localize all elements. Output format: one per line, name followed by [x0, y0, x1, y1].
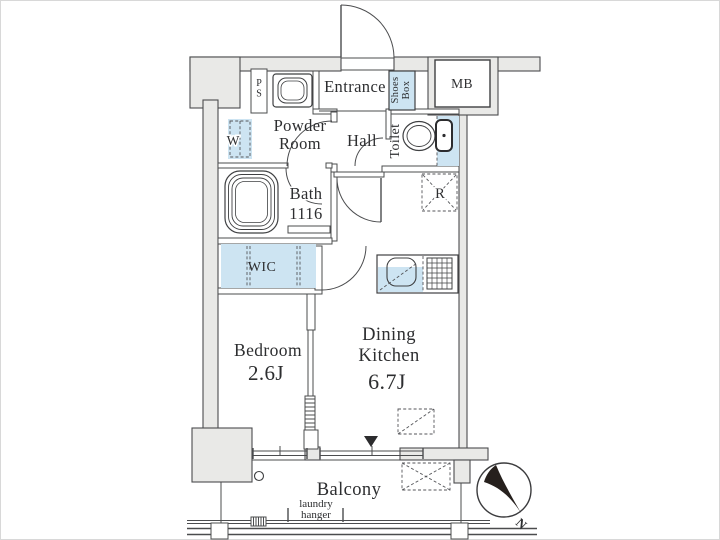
bath-threshold [287, 225, 331, 234]
fridge-label: R [435, 186, 445, 202]
entrance-label: Entrance [324, 77, 386, 96]
sliding-door-hatch [304, 395, 316, 431]
mb-box [434, 59, 491, 108]
dk-label-2: Kitchen [358, 346, 419, 366]
dk-window [319, 446, 424, 459]
interior-walls [217, 70, 460, 450]
stove-icon [426, 257, 453, 290]
bath-door-arc [285, 167, 323, 205]
kitchen-counter [376, 254, 459, 294]
balcony-label: Balcony [317, 480, 382, 500]
bedroom-window [252, 446, 308, 459]
laundry-hanger-label-1: laundry [299, 498, 333, 510]
dk-door-arc [336, 177, 382, 223]
balcony-railing [187, 482, 537, 540]
bathtub-icon [224, 170, 279, 234]
toilet-door-arc [354, 137, 384, 167]
compass-needle-icon [484, 465, 521, 513]
powder-room-label-2: Room [279, 134, 321, 153]
washing-machine-pan: W [225, 119, 252, 159]
meter-box: MB [427, 56, 499, 116]
exterior-walls [189, 56, 541, 484]
walk-in-closet: WIC [221, 244, 316, 288]
balcony-drain [253, 470, 265, 482]
wic-label: WIC [248, 260, 276, 275]
compass: N [476, 462, 532, 533]
toilet-label: Toilet [388, 124, 403, 159]
balcony-ac-space [401, 462, 451, 491]
shoes-box: Shoes Box [388, 70, 416, 111]
laundry-hanger-label-2: hanger [301, 509, 331, 521]
balcony [187, 462, 537, 540]
powder-room-door-arc [286, 120, 333, 167]
shoes-box-label-2: Box [401, 80, 412, 99]
washbasin-icon [272, 73, 313, 108]
door-swings [285, 120, 384, 291]
wic-door-arc [321, 245, 367, 291]
sliding-door [304, 329, 316, 431]
ac-space-indoor [397, 408, 435, 435]
toilet-icon [402, 119, 453, 152]
bath-size-label: 1116 [289, 204, 322, 223]
bedroom-size-label: 2.6J [248, 361, 284, 385]
entrance-door-icon [340, 4, 395, 58]
toilet-room: Toilet [388, 116, 459, 166]
hall-label: Hall [347, 131, 377, 150]
bath-label: Bath [290, 184, 323, 203]
kitchen-sink-icon [386, 257, 417, 287]
wic-door-leaf [314, 245, 323, 291]
bedroom-label: Bedroom [234, 340, 302, 360]
room-labels: Entrance Powder Room Hall Bath 1116 Bedr… [234, 77, 419, 521]
entrance-door [340, 4, 395, 71]
mb-label: MB [451, 76, 473, 91]
unit-entry-marker [364, 436, 378, 447]
windows [252, 446, 424, 461]
railing-hatch [250, 516, 267, 527]
dk-size-label: 6.7J [368, 369, 406, 394]
powder-room-label-1: Powder [274, 116, 327, 135]
refrigerator-space: R [421, 173, 458, 212]
shoes-box-label-1: Shoes [390, 76, 401, 103]
dk-label-1: Dining [362, 325, 416, 345]
washer-label: W [227, 133, 240, 148]
